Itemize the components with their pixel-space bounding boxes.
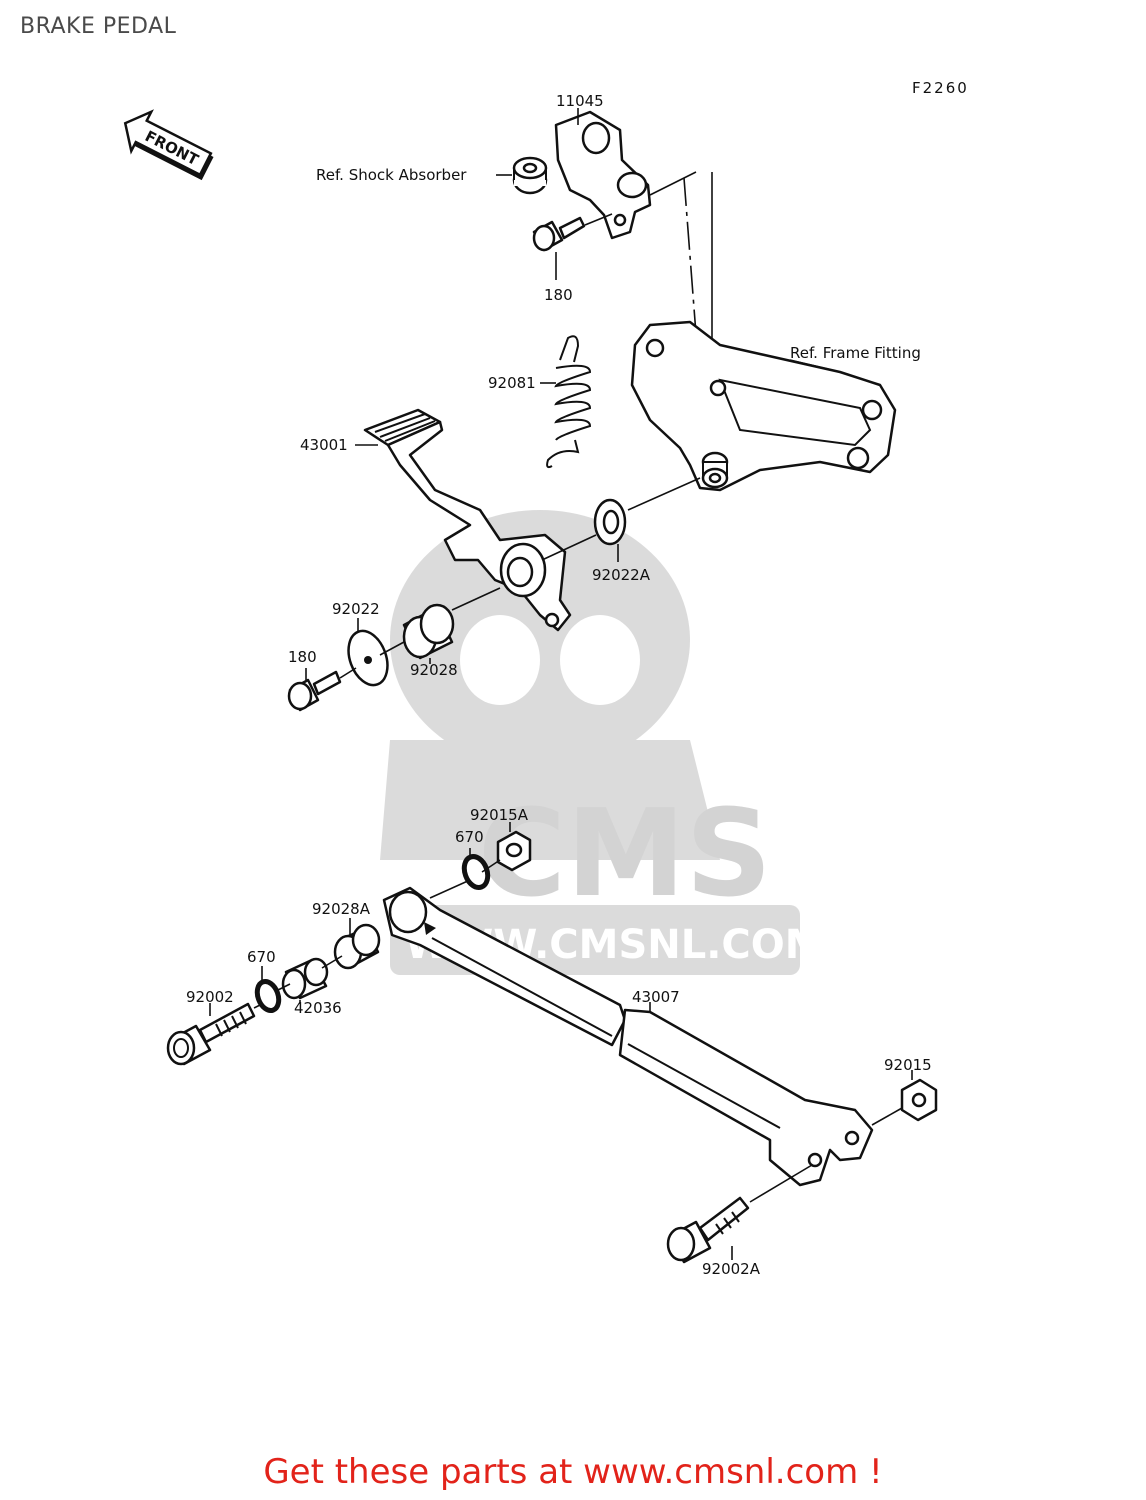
axis-line-bolt-washer xyxy=(339,667,357,679)
label-43007: 43007 xyxy=(632,988,680,1006)
axis-line-washer-collar xyxy=(379,641,405,656)
axis-line-collar-collar xyxy=(321,955,343,969)
label-92002A: 92002A xyxy=(702,1260,761,1278)
axis-line-collar-pedal xyxy=(451,587,501,611)
parts-diagram: CMS WWW.CMSNL.COM F2260 FRONT 11045 Ref.… xyxy=(123,79,969,1278)
watermark-mascot-head xyxy=(390,510,690,770)
label-670-left: 670 xyxy=(247,948,276,966)
axis-line-pedal-washer xyxy=(541,534,597,561)
part-bolt-92002 xyxy=(166,1002,256,1066)
axis-line-bracket xyxy=(649,171,697,196)
part-spring-92081 xyxy=(546,335,592,469)
axis-line-ring-nut xyxy=(481,859,501,873)
figure-code: F2260 xyxy=(912,79,969,97)
leader-frame-ref xyxy=(789,359,833,371)
part-washer-92022A xyxy=(593,498,627,546)
watermark-mascot-body xyxy=(380,740,720,860)
label-11045: 11045 xyxy=(556,92,604,110)
part-nut-92015 xyxy=(900,1078,938,1122)
footer-shop-link[interactable]: Get these parts at www.cmsnl.com ! xyxy=(263,1452,883,1492)
label-92015A: 92015A xyxy=(470,806,529,824)
label-670-top: 670 xyxy=(455,828,484,846)
axis-line-washer-frame xyxy=(627,477,701,511)
part-bolt-92002A xyxy=(666,1196,750,1264)
part-collar-42036 xyxy=(281,957,329,1000)
page-title: BRAKE PEDAL xyxy=(20,14,177,39)
label-92081: 92081 xyxy=(488,374,536,392)
label-92028A: 92028A xyxy=(312,900,371,918)
part-bolt-180-top xyxy=(532,216,586,252)
label-92022: 92022 xyxy=(332,600,380,618)
part-rod-43007 xyxy=(382,886,874,1187)
label-92002: 92002 xyxy=(186,988,234,1006)
label-frame-ref: Ref. Frame Fitting xyxy=(790,344,921,362)
part-collar-92028 xyxy=(402,603,455,660)
axis-line-bolt-rod xyxy=(749,1164,813,1203)
label-92028: 92028 xyxy=(410,661,458,679)
part-brake-pedal-43001 xyxy=(363,408,572,632)
label-shock-ref: Ref. Shock Absorber xyxy=(316,166,467,184)
part-collar-92028A xyxy=(333,923,381,970)
axis-line-rod-nut xyxy=(871,1107,903,1126)
part-washer-92022 xyxy=(347,629,389,687)
part-bolt-180-left xyxy=(287,670,342,712)
axis-line-rod-ring xyxy=(429,879,471,899)
axis-line-ring-collar xyxy=(277,983,291,991)
label-42036: 42036 xyxy=(294,999,342,1017)
part-shock-bushing xyxy=(512,156,548,195)
label-bolt-180-left: 180 xyxy=(288,648,317,666)
label-43001: 43001 xyxy=(300,436,348,454)
axis-line-bolt-ring xyxy=(253,1003,263,1009)
part-11045-bracket xyxy=(554,110,652,240)
label-bolt-180-top: 180 xyxy=(544,286,573,304)
part-ring-670-left xyxy=(254,978,282,1014)
label-92015: 92015 xyxy=(884,1056,932,1074)
part-nut-92015A xyxy=(496,830,532,872)
label-92022A: 92022A xyxy=(592,566,651,584)
leader-bolt-180-top-axis xyxy=(584,213,613,226)
front-arrow-icon: FRONT xyxy=(123,109,214,181)
